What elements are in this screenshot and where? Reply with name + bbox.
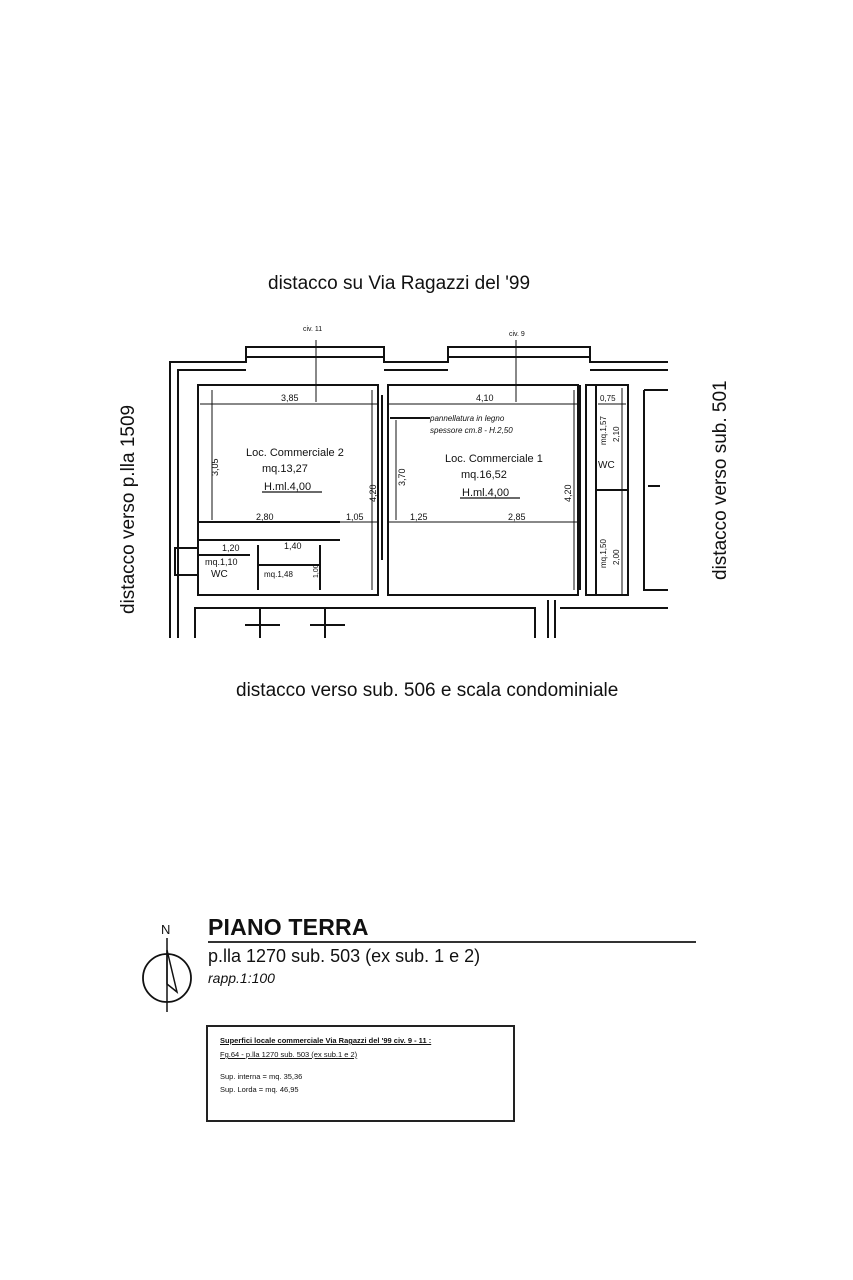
room1-name: Loc. Commerciale 1 xyxy=(445,453,543,465)
dim-2-80: 2,80 xyxy=(256,512,274,522)
dim-3-05: 3,05 xyxy=(210,458,220,476)
title-rule xyxy=(208,941,696,943)
dim-2-85: 2,85 xyxy=(508,512,526,522)
dim-1-00: 1,00 xyxy=(313,564,320,578)
dim-3-85: 3,85 xyxy=(281,393,299,403)
room2-name: Loc. Commerciale 2 xyxy=(246,447,344,459)
north-label: N xyxy=(161,922,170,937)
civ-9-label: civ. 9 xyxy=(509,331,525,338)
legend-line3: Sup. interna = mq. 35,36 xyxy=(220,1072,303,1081)
dim-1-05: 1,05 xyxy=(346,512,364,522)
wc-right-label: WC xyxy=(598,460,615,471)
dim-4-20-a: 4,20 xyxy=(368,484,378,502)
dim-3-70: 3,70 xyxy=(397,468,407,486)
dim-4-10: 4,10 xyxy=(476,393,494,403)
dim-0-75: 0,75 xyxy=(600,394,616,403)
top-label: distacco su Via Ragazzi del '99 xyxy=(268,273,531,294)
surface-legend: Superfici locale commerciale Via Ragazzi… xyxy=(206,1025,515,1122)
wc-left-area: mq.1,10 xyxy=(205,557,238,567)
dim-4-20-b: 4,20 xyxy=(563,484,573,502)
partition-line1: pannellatura in legno xyxy=(429,414,505,423)
legend-line4: Sup. Lorda = mq. 46,95 xyxy=(220,1085,299,1094)
right-area-bottom: mq.1,50 xyxy=(599,539,608,568)
dim-2-10: 2,10 xyxy=(612,426,621,442)
plan-title: PIANO TERRA xyxy=(208,914,369,940)
dim-2-00: 2,00 xyxy=(612,549,621,565)
antiwc-area: mq.1,48 xyxy=(264,570,293,579)
dim-1-25: 1,25 xyxy=(410,512,428,522)
room2-height: H.ml.4,00 xyxy=(264,481,311,493)
bottom-label: distacco verso sub. 506 e scala condomin… xyxy=(236,680,619,701)
partition-line2: spessore cm.8 - H.2,50 xyxy=(430,426,513,435)
room1-height: H.ml.4,00 xyxy=(462,487,509,499)
legend-line2: Fg.64 - p.lla 1270 sub. 503 (ex sub.1 e … xyxy=(220,1050,358,1059)
plan-subtitle: p.lla 1270 sub. 503 (ex sub. 1 e 2) xyxy=(208,946,481,966)
dim-1-20: 1,20 xyxy=(222,543,240,553)
plan-scale: rapp.1:100 xyxy=(208,970,275,986)
room2-area: mq.13,27 xyxy=(262,463,308,475)
wc-left-label: WC xyxy=(211,569,228,580)
room1-area: mq.16,52 xyxy=(461,469,507,481)
floor-plan: civ. 11 civ. 9 3,85 4,10 0,75 Loc. Comme… xyxy=(169,326,668,638)
dim-1-40: 1,40 xyxy=(284,541,302,551)
legend-line1: Superfici locale commerciale Via Ragazzi… xyxy=(220,1036,432,1045)
north-arrow: N xyxy=(142,922,192,1012)
civ-11-label: civ. 11 xyxy=(303,326,322,333)
right-area-top: mq.1,57 xyxy=(599,416,608,445)
